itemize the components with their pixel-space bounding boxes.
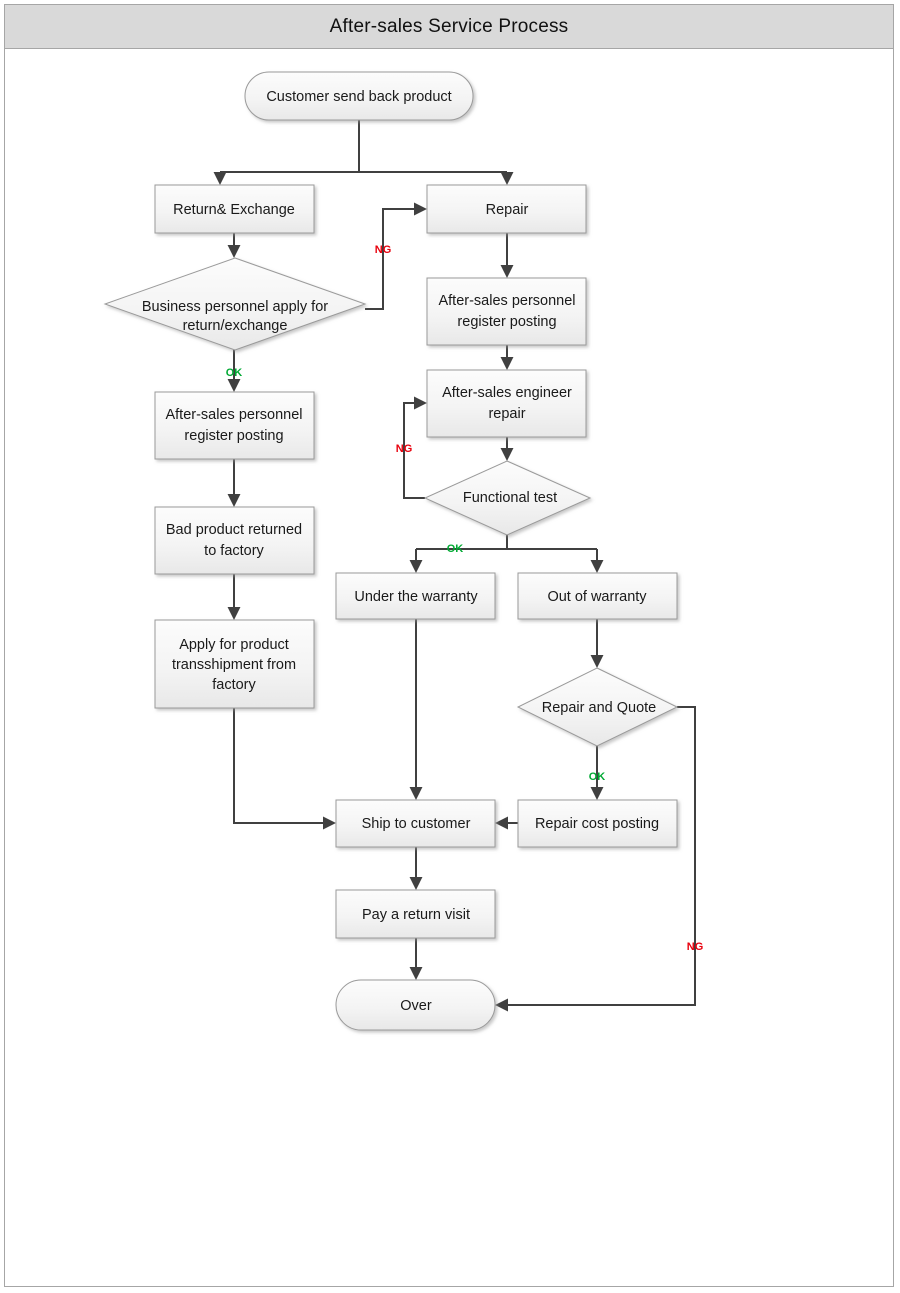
node-label-line2: transshipment from — [172, 657, 296, 673]
node-label: Repair cost posting — [535, 816, 659, 832]
node-repair-cost-posting[interactable]: Repair cost posting — [517, 799, 678, 848]
edge-label-ok-quote-to-cost: OK — [589, 771, 606, 783]
node-after-sales-register-right[interactable]: After-sales personnel register posting — [426, 277, 587, 346]
node-label: Repair — [486, 202, 529, 218]
node-apply-transshipment[interactable]: Apply for product transshipment from fac… — [154, 619, 315, 709]
node-label: Over — [400, 998, 432, 1014]
node-label-line3: factory — [212, 677, 256, 693]
node-label-line1: After-sales engineer — [442, 385, 572, 401]
node-label-line2: return/exchange — [183, 318, 288, 334]
node-label: Out of warranty — [547, 589, 647, 605]
edge-biz-apply-ng-to-repair — [365, 202, 427, 310]
node-customer-send-back-product[interactable]: Customer send back product — [244, 71, 474, 121]
node-label: Return& Exchange — [173, 202, 295, 218]
node-label-line1: Business personnel apply for — [142, 299, 328, 315]
edge-labels-layer: NG OK NG OK OK NG — [226, 244, 704, 953]
node-label-line2: repair — [488, 406, 525, 422]
node-bad-product-returned[interactable]: Bad product returned to factory — [154, 506, 315, 575]
node-label: Customer send back product — [266, 89, 451, 105]
node-out-of-warranty[interactable]: Out of warranty — [517, 572, 678, 620]
edge-label-ng-test-to-engineer: NG — [396, 443, 413, 455]
edges-layer — [213, 120, 696, 1012]
node-label-line2: register posting — [457, 314, 556, 330]
node-over[interactable]: Over — [335, 979, 496, 1031]
node-label: Under the warranty — [354, 589, 478, 605]
node-after-sales-engineer-repair[interactable]: After-sales engineer repair — [426, 369, 587, 438]
node-label-line1: After-sales personnel — [438, 293, 575, 309]
node-label: Pay a return visit — [362, 907, 470, 923]
edge-label-ng-quote-to-over: NG — [687, 941, 704, 953]
node-functional-test[interactable]: Functional test — [423, 460, 592, 536]
edge-label-ok-biz-to-register: OK — [226, 367, 243, 379]
edge-label-ng-biz-to-repair: NG — [375, 244, 392, 256]
node-return-exchange[interactable]: Return& Exchange — [154, 184, 315, 234]
node-under-the-warranty[interactable]: Under the warranty — [335, 572, 496, 620]
node-label-line2: to factory — [204, 543, 264, 559]
node-label: Ship to customer — [362, 816, 471, 832]
node-pay-a-return-visit[interactable]: Pay a return visit — [335, 889, 496, 939]
node-repair[interactable]: Repair — [426, 184, 587, 234]
page-title: After-sales Service Process — [329, 15, 569, 37]
edge-apply-transship-to-ship — [233, 708, 336, 830]
node-label-line2: register posting — [184, 428, 283, 444]
node-label-line1: After-sales personnel — [165, 407, 302, 423]
node-label: Functional test — [463, 490, 557, 506]
node-label: Repair and Quote — [542, 700, 656, 716]
edge-functional-test-ng-to-engineer — [403, 396, 427, 499]
node-repair-and-quote[interactable]: Repair and Quote — [516, 667, 679, 747]
edge-repair-quote-ng-to-over — [495, 706, 696, 1012]
node-ship-to-customer[interactable]: Ship to customer — [335, 799, 496, 848]
node-after-sales-register-left[interactable]: After-sales personnel register posting — [154, 391, 315, 460]
edge-label-ok-test-to-warranty: OK — [447, 543, 464, 555]
node-business-personnel-apply[interactable]: Business personnel apply for return/exch… — [103, 257, 367, 351]
node-label-line1: Bad product returned — [166, 522, 302, 538]
node-label-line1: Apply for product — [179, 637, 289, 653]
title-bar: After-sales Service Process — [5, 5, 893, 49]
